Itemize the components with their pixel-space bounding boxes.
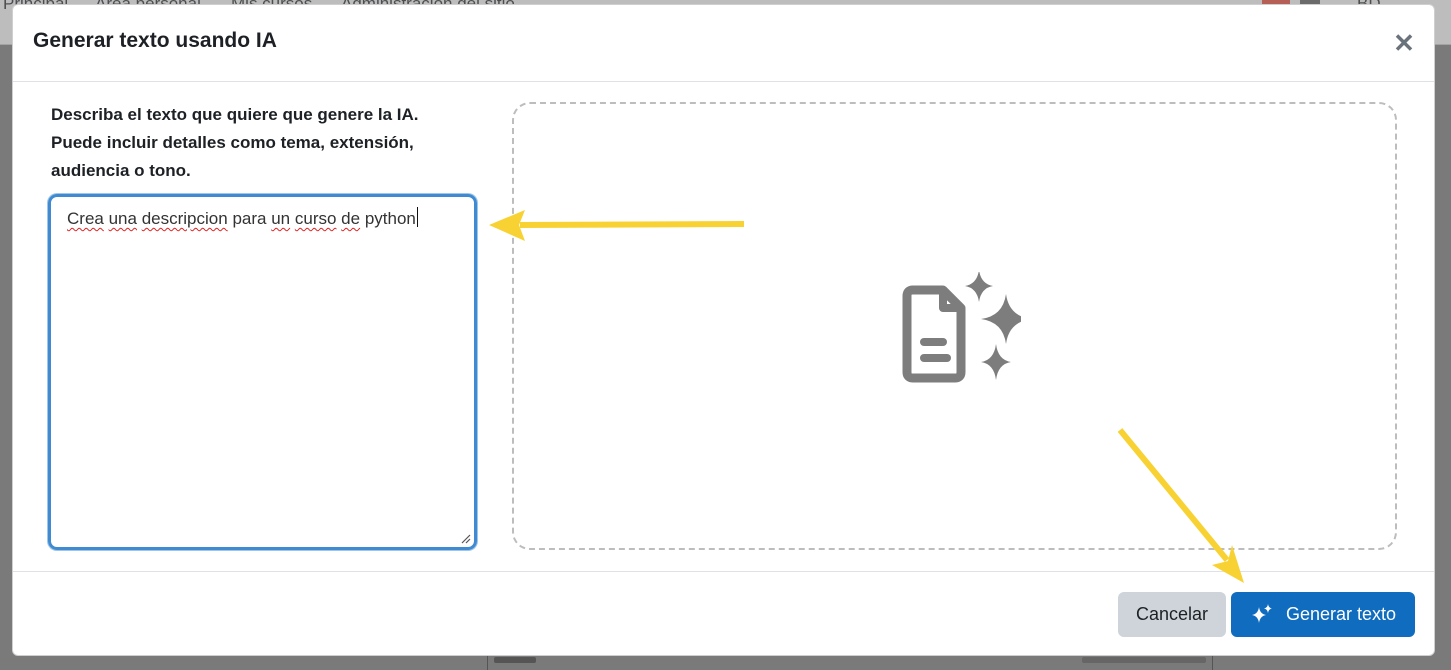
text-caret	[416, 207, 418, 227]
generate-text-dialog: Generar texto usando IA ✕ Describa el te…	[12, 4, 1435, 656]
prompt-textarea[interactable]: Crea una descripcion para un curso de py…	[48, 194, 477, 550]
close-icon[interactable]: ✕	[1393, 28, 1415, 58]
prompt-value: Crea una descripcion para un curso de py…	[67, 209, 416, 228]
dialog-header: Generar texto usando IA ✕	[13, 5, 1434, 82]
bg-divider	[487, 656, 488, 670]
cancel-button[interactable]: Cancelar	[1118, 592, 1226, 637]
ai-document-sparkle-icon	[902, 272, 1021, 383]
dialog-footer: Cancelar Generar texto	[13, 571, 1434, 657]
generate-text-label: Generar texto	[1285, 604, 1397, 624]
bg-bar	[494, 657, 536, 663]
resize-handle-icon[interactable]	[461, 534, 471, 544]
bg-bar	[1082, 657, 1206, 663]
dialog-title: Generar texto usando IA	[33, 29, 277, 52]
sparkle-icon	[1251, 603, 1272, 623]
generate-text-button[interactable]: Generar texto	[1231, 592, 1415, 637]
generated-text-preview	[512, 102, 1397, 550]
close-button[interactable]: ✕	[1392, 29, 1416, 57]
prompt-label: Describa el texto que quiere que genere …	[51, 105, 419, 180]
bg-divider	[1212, 656, 1213, 670]
